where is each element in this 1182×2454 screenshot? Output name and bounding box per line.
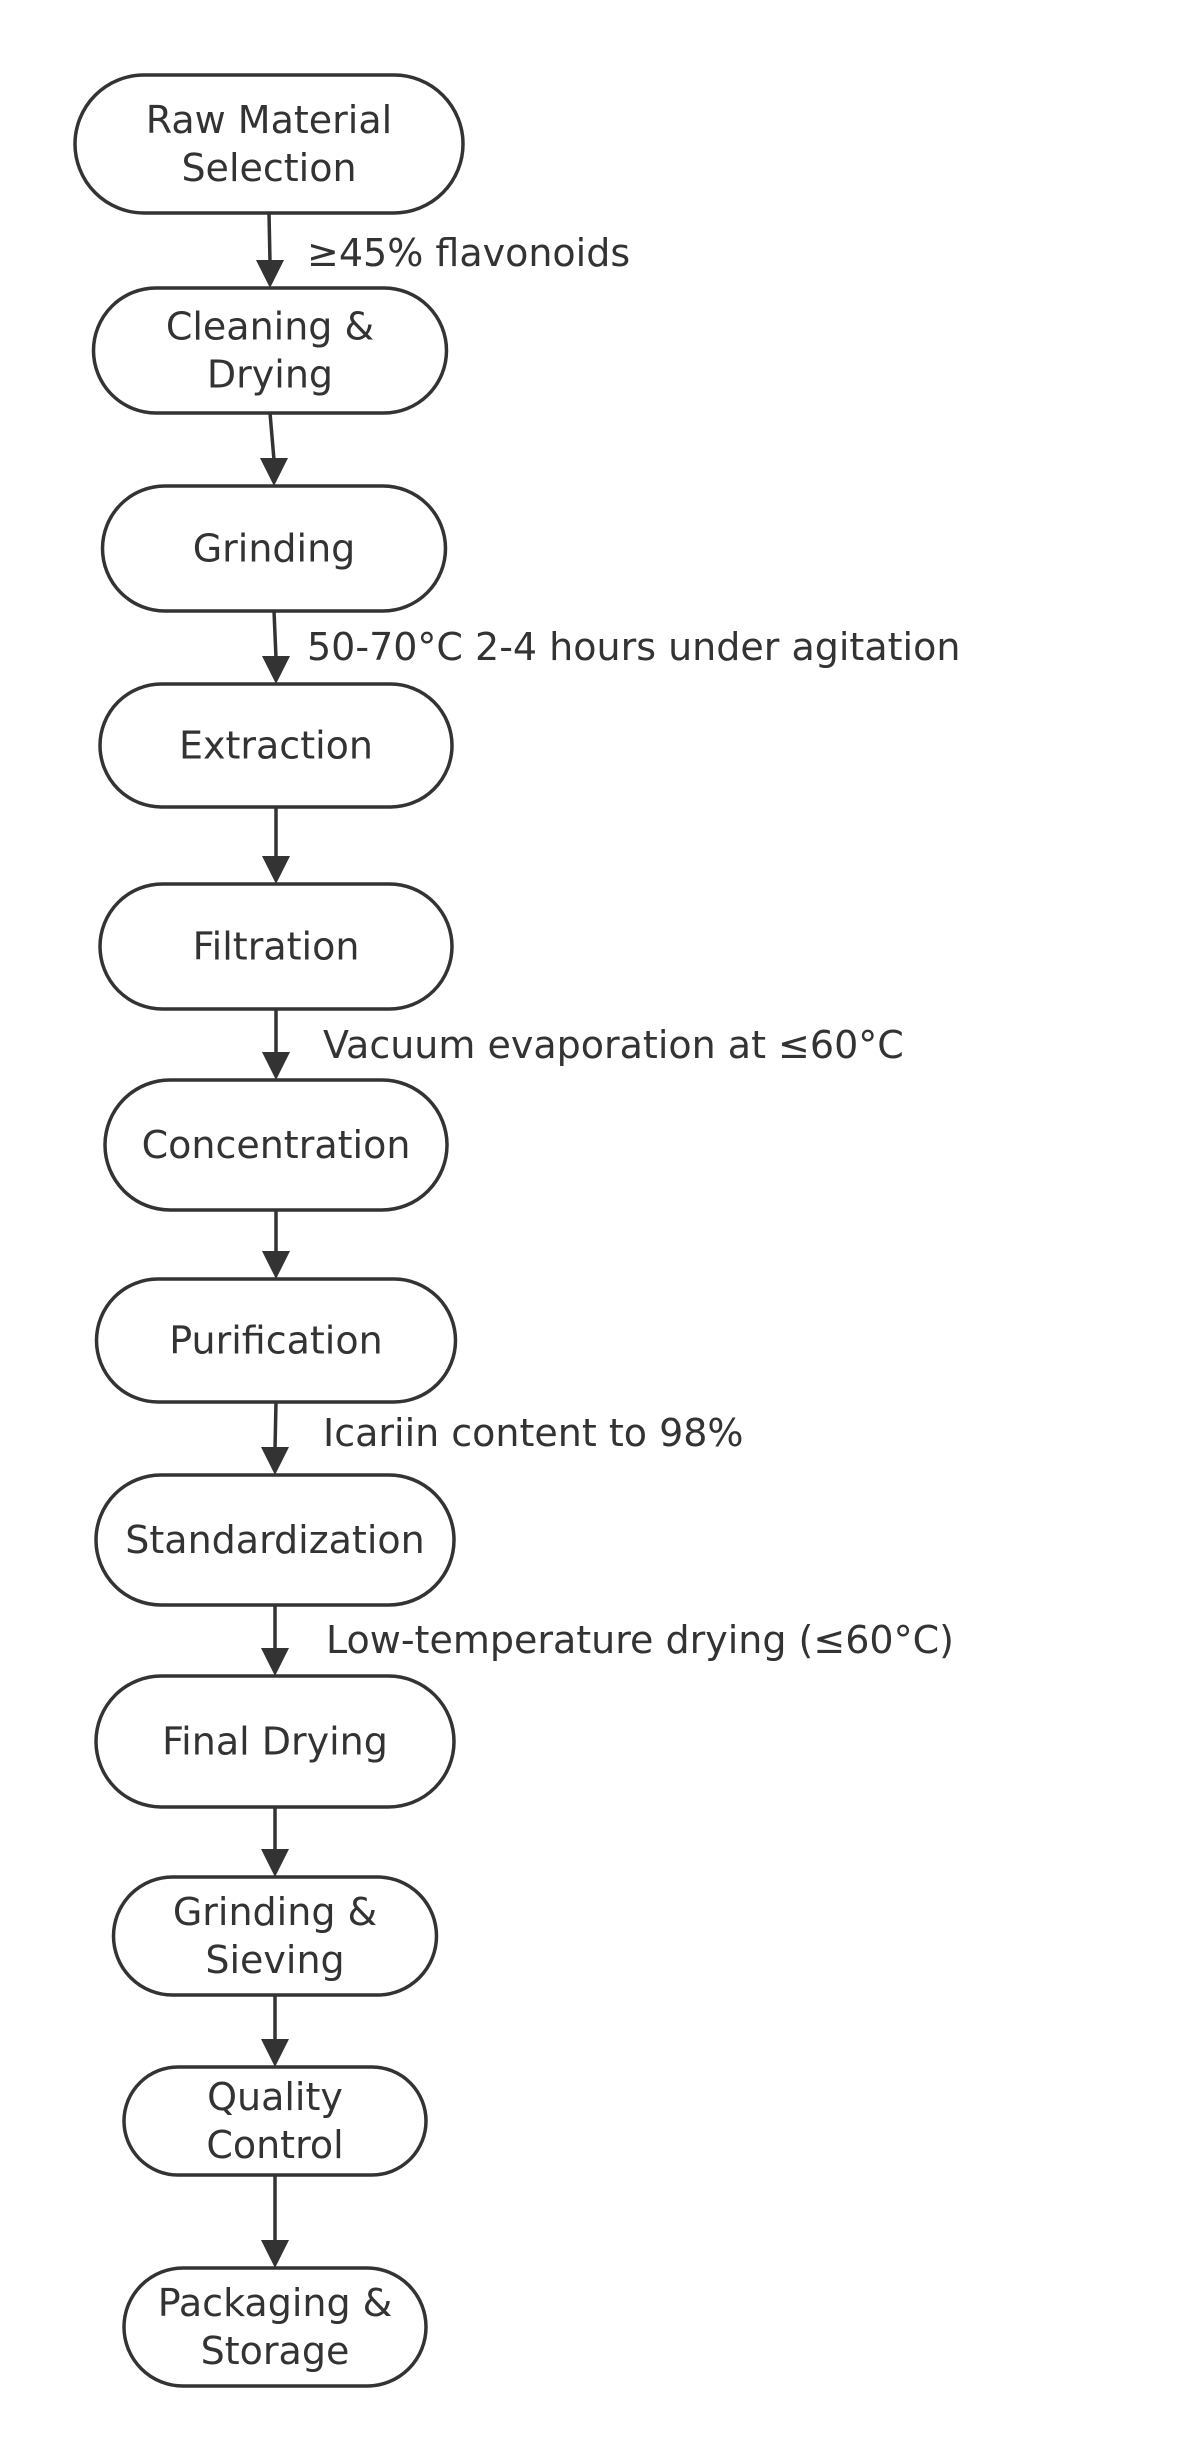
edge-label: Low-temperature drying (≤60°C) xyxy=(326,1618,954,1662)
node-label: Grinding xyxy=(193,527,356,571)
node-grinding: Grinding xyxy=(100,484,448,613)
node-label: Concentration xyxy=(142,1123,411,1167)
edge-raw-material-selection-to-cleaning-drying: ≥45% flavonoids xyxy=(256,212,630,288)
arrow-head-icon xyxy=(262,1052,290,1080)
arrow-head-icon xyxy=(256,260,284,288)
edge-filtration-to-concentration: Vacuum evaporation at ≤60°C xyxy=(262,1009,904,1080)
node-box xyxy=(100,484,448,613)
arrow-head-icon xyxy=(260,458,288,486)
arrow-head-icon xyxy=(261,1648,289,1676)
node-label: Filtration xyxy=(193,925,360,969)
edge-label: Icariin content to 98% xyxy=(323,1411,744,1455)
node-cleaning-drying: Cleaning &Drying xyxy=(91,286,449,415)
node-label: Standardization xyxy=(125,1518,424,1562)
edge-concentration-to-purification xyxy=(262,1210,290,1279)
edge-label: ≥45% flavonoids xyxy=(307,231,630,275)
node-grinding-sieving: Grinding &Sieving xyxy=(111,1875,439,1997)
node-label: Extraction xyxy=(179,724,373,768)
node-label: Final Drying xyxy=(162,1720,388,1764)
node-label: Packaging & xyxy=(158,2281,393,2325)
node-box xyxy=(103,1078,449,1212)
node-label: Purification xyxy=(169,1319,382,1363)
arrow-head-icon xyxy=(261,2039,289,2067)
arrow-head-icon xyxy=(261,2240,289,2268)
edge-extraction-to-filtration xyxy=(262,807,290,884)
edge-final-drying-to-grinding-sieving xyxy=(261,1807,289,1877)
edge-line xyxy=(268,412,276,461)
node-filtration: Filtration xyxy=(98,882,454,1011)
node-box xyxy=(122,2065,428,2177)
node-packaging-storage: Packaging &Storage xyxy=(122,2266,428,2388)
node-label: Drying xyxy=(207,353,333,397)
node-label: Sieving xyxy=(205,1938,344,1982)
edge-line xyxy=(272,610,278,659)
node-extraction: Extraction xyxy=(98,682,454,809)
node-box xyxy=(111,1875,439,1997)
node-box xyxy=(122,2266,428,2388)
node-box xyxy=(91,286,449,415)
edge-purification-to-standardization: Icariin content to 98% xyxy=(261,1401,744,1475)
edge-label: Vacuum evaporation at ≤60°C xyxy=(323,1023,904,1067)
edge-grinding-sieving-to-quality-control xyxy=(261,1995,289,2067)
node-label: Cleaning & xyxy=(166,305,374,349)
node-box xyxy=(98,882,454,1011)
node-label: Raw Material xyxy=(146,98,392,142)
edge-label: 50-70°C 2-4 hours under agitation xyxy=(307,625,960,669)
arrow-head-icon xyxy=(262,1251,290,1279)
edge-cleaning-drying-to-grinding xyxy=(260,412,288,486)
node-label: Selection xyxy=(181,146,356,190)
node-label: Storage xyxy=(201,2329,350,2373)
node-final-drying: Final Drying xyxy=(94,1674,456,1809)
node-box xyxy=(94,1473,456,1607)
arrow-head-icon xyxy=(262,656,290,684)
arrow-head-icon xyxy=(261,1447,289,1475)
node-concentration: Concentration xyxy=(103,1078,449,1212)
node-box xyxy=(94,1277,458,1404)
node-purification: Purification xyxy=(94,1277,458,1404)
node-label: Quality xyxy=(207,2075,343,2119)
edge-line xyxy=(267,212,272,263)
node-box xyxy=(98,682,454,809)
node-label: Grinding & xyxy=(173,1890,377,1934)
edge-line xyxy=(273,1401,278,1450)
node-box xyxy=(94,1674,456,1809)
node-label: Control xyxy=(206,2123,343,2167)
edge-standardization-to-final-drying: Low-temperature drying (≤60°C) xyxy=(261,1605,954,1676)
arrow-head-icon xyxy=(261,1849,289,1877)
arrow-head-icon xyxy=(262,856,290,884)
node-standardization: Standardization xyxy=(94,1473,456,1607)
edge-grinding-to-extraction: 50-70°C 2-4 hours under agitation xyxy=(262,610,960,684)
edge-quality-control-to-packaging-storage xyxy=(261,2175,289,2268)
node-box xyxy=(73,73,465,215)
